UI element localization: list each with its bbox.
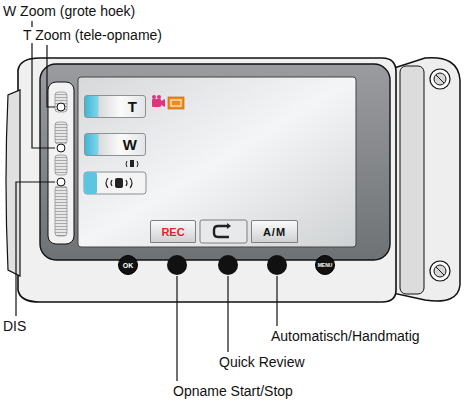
button-label: OK [123,262,134,269]
zoom-wide-button: W [84,133,146,156]
touch-sensor-strip [48,82,74,244]
button-label: REC [161,226,184,238]
button-label: W [123,136,137,153]
hinge [388,58,460,301]
screen-icons [84,95,247,243]
button-label: A/M [263,226,286,238]
lcd-housing [6,58,396,302]
ok-button: OK [118,255,138,275]
callout-label: W Zoom (grote hoek) [2,3,136,19]
menu-button: MENU [315,255,335,275]
callout-label: T Zoom (tele-opname) [22,27,163,43]
callout-label: Automatisch/Handmatig [270,328,421,344]
callout-label: DIS [2,318,27,334]
callout-label: Quick Review [218,354,306,370]
auto-manual-button: A/M [251,220,298,243]
zoom-tele-button: T [84,95,146,118]
rec-button: REC [150,220,196,243]
button-label: MENU [318,262,333,268]
leader-lines [16,21,277,381]
callout-label: Opname Start/Stop [172,383,294,399]
button-label: T [128,98,137,115]
hardware-buttons [167,255,287,275]
